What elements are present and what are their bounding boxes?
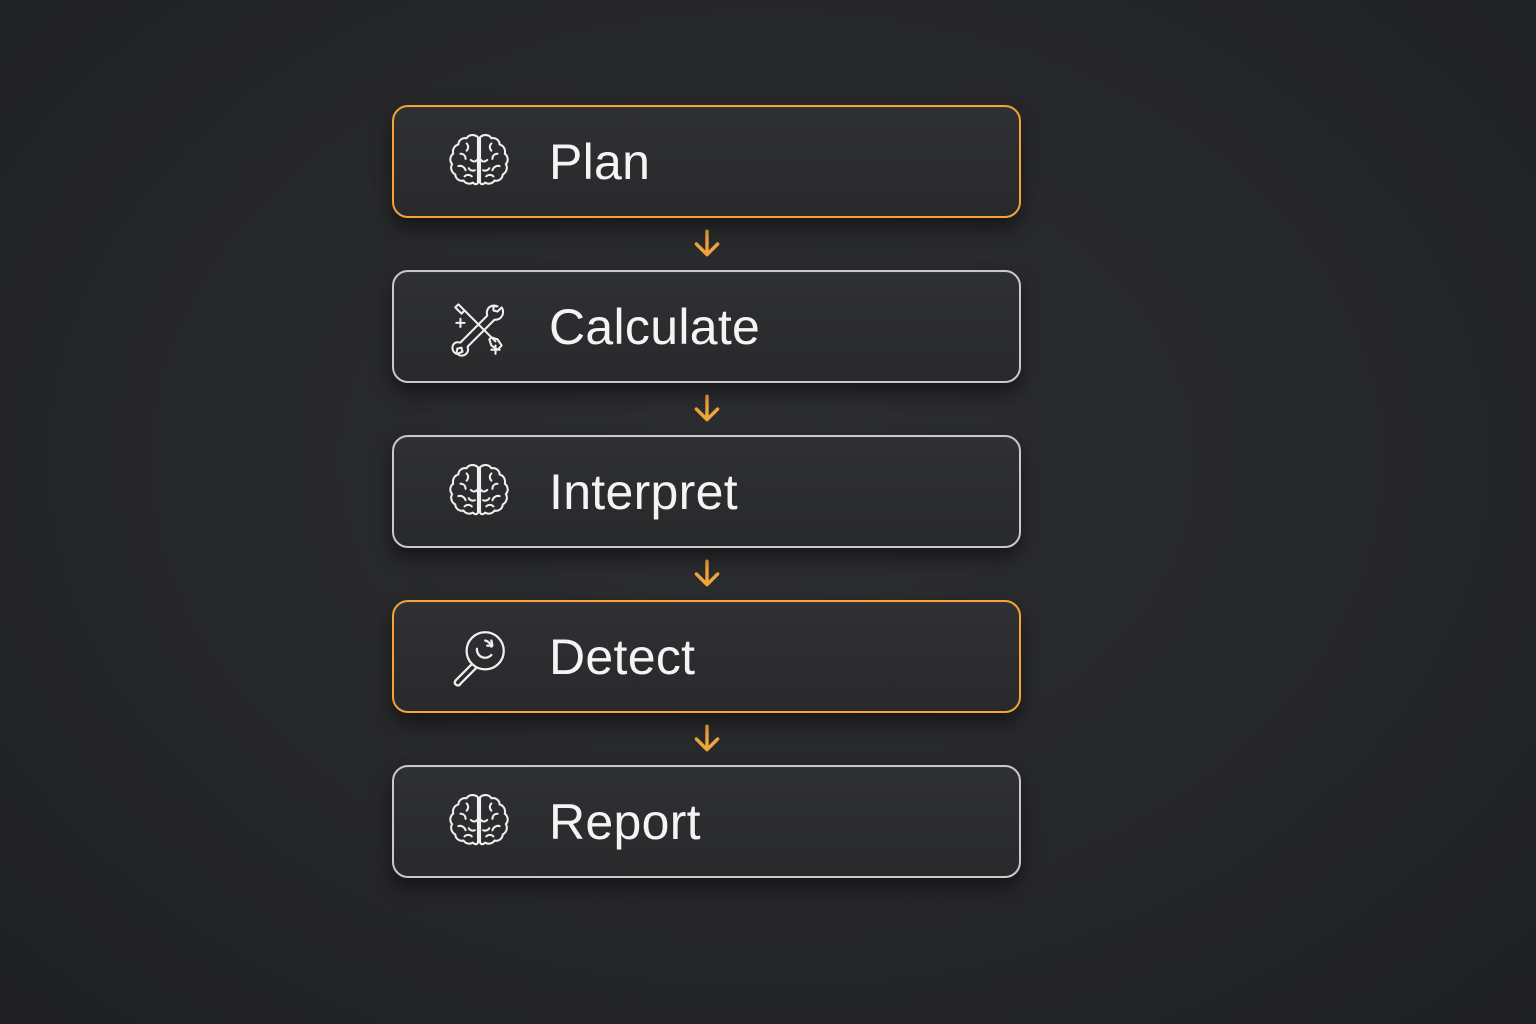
step-calculate: Calculate bbox=[392, 270, 1021, 383]
connector bbox=[392, 383, 1021, 435]
brain-icon bbox=[446, 789, 512, 855]
step-plan: Plan bbox=[392, 105, 1021, 218]
connector bbox=[392, 548, 1021, 600]
arrow-down-icon bbox=[694, 724, 719, 752]
step-label: Detect bbox=[549, 628, 696, 685]
step-label: Calculate bbox=[549, 298, 761, 355]
tools-icon bbox=[446, 294, 512, 360]
workflow-diagram: Plan Calculate Inte bbox=[392, 105, 1021, 878]
arrow-down-icon bbox=[694, 394, 719, 422]
step-detect: Detect bbox=[392, 600, 1021, 713]
step-label: Interpret bbox=[549, 463, 738, 520]
connector bbox=[392, 218, 1021, 270]
connector bbox=[392, 713, 1021, 765]
step-label: Plan bbox=[549, 133, 651, 190]
brain-icon bbox=[446, 129, 512, 195]
magnifier-icon bbox=[446, 624, 512, 690]
step-interpret: Interpret bbox=[392, 435, 1021, 548]
arrow-down-icon bbox=[694, 229, 719, 257]
brain-icon bbox=[446, 459, 512, 525]
step-label: Report bbox=[549, 793, 701, 850]
step-report: Report bbox=[392, 765, 1021, 878]
arrow-down-icon bbox=[694, 559, 719, 587]
